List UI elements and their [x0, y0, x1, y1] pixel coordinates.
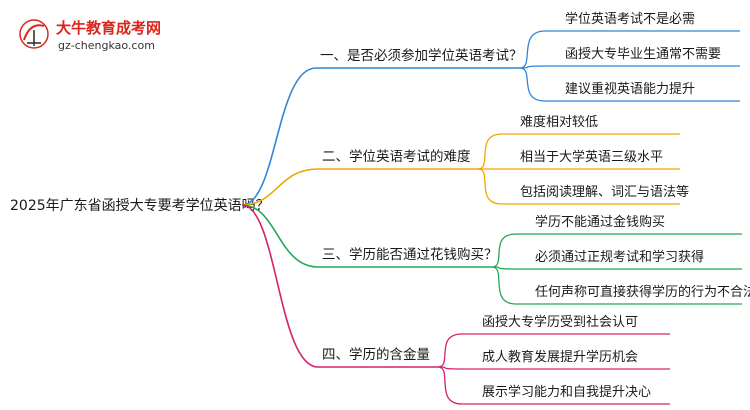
branch-2-leaf-3-connector	[477, 168, 503, 205]
branch-3-connector	[241, 204, 319, 268]
branch-1-leaf-2: 函授大专毕业生通常不需要	[565, 47, 721, 62]
branch-1-label: 一、是否必须参加学位英语考试？	[320, 47, 523, 64]
branch-3: 三、学历能否通过花钱购买？ 学历不能通过金钱购买 必须通过正规考试和学习获得 任…	[322, 214, 750, 300]
branch-3-leaf-2: 必须通过正规考试和学习获得	[535, 249, 704, 265]
branch-4-leaf-1: 函授大专学历受到社会认可	[482, 314, 638, 330]
branch-2-leaf-1-connector	[477, 133, 503, 170]
branch-1-leaf-3-connector	[519, 67, 546, 102]
connectors	[241, 30, 742, 405]
branch-4-leaf-2: 成人教育发展提升学历机会	[482, 349, 638, 365]
logo-mark-icon	[19, 19, 49, 49]
branch-3-label: 三、学历能否通过花钱购买？	[322, 247, 498, 263]
branch-2-leaf-1: 难度相对较低	[520, 114, 598, 130]
branch-2: 二、学位英语考试的难度 难度相对较低 相当于大学英语三级水平 包括阅读理解、词汇…	[322, 114, 689, 200]
branch-2-label: 二、学位英语考试的难度	[322, 148, 471, 165]
branch-4-leaf-3: 展示学习能力和自我提升决心	[482, 384, 651, 400]
logo-name: 大牛教育成考网	[56, 19, 161, 37]
branch-4-connector	[241, 204, 319, 368]
branch-3-leaf-1: 学历不能通过金钱购买	[535, 214, 665, 230]
branch-3-leaf-3: 任何声称可直接获得学历的行为不合法	[535, 284, 750, 300]
branch-2-leaf-2: 相当于大学英语三级水平	[520, 149, 663, 165]
branch-1-connector	[241, 67, 317, 206]
branch-4-leaf-3-connector	[437, 366, 463, 405]
root-topic: 2025年广东省函授大专要考学位英语吗？	[10, 197, 270, 214]
branch-1-leaf-1: 学位英语考试不是必需	[565, 11, 695, 27]
branch-4: 四、学历的含金量 函授大专学历受到社会认可 成人教育发展提升学历机会 展示学习能…	[322, 314, 651, 400]
logo-url: gz-chengkao.com	[58, 39, 155, 52]
branch-4-leaf-1-connector	[437, 333, 463, 368]
branch-4-label: 四、学历的含金量	[322, 347, 430, 363]
branch-1: 一、是否必须参加学位英语考试？ 学位英语考试不是必需 函授大专毕业生通常不需要 …	[320, 11, 721, 97]
branch-3-leaf-1-connector	[491, 233, 517, 268]
branch-1-leaf-3: 建议重视英语能力提升	[565, 81, 695, 97]
branch-2-connector	[241, 168, 319, 206]
branch-3-leaf-3-connector	[491, 266, 517, 305]
branch-2-leaf-3: 包括阅读理解、词汇与语法等	[520, 184, 689, 200]
branch-1-leaf-1-connector	[519, 30, 546, 69]
logo: 大牛教育成考网 gz-chengkao.com	[19, 19, 161, 52]
